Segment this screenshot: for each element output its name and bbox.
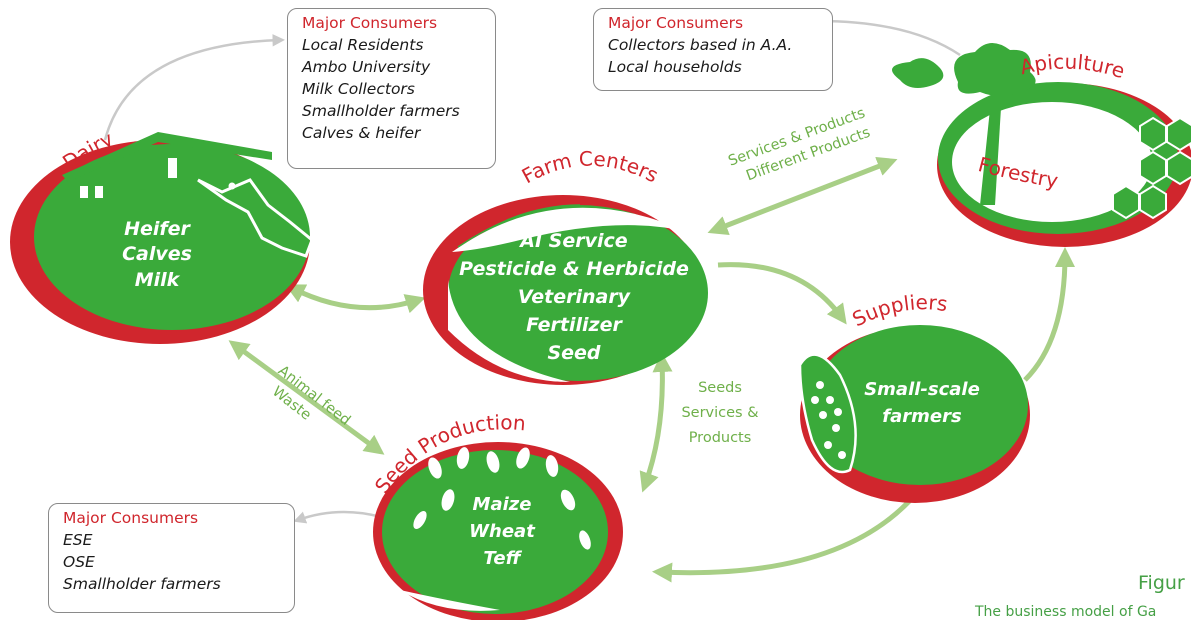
dairy-item-calves: Calves [122,243,192,265]
suppliers-title: Suppliers [848,290,949,331]
consumer-item: Local households [608,58,742,76]
consumer-item: OSE [63,553,95,571]
flow-label-products: Products [689,430,752,446]
farm-centers-node: Farm Centers AI Service Pesticide & Herb… [423,147,708,385]
apiculture-consumers-heading: Major Consumers [608,14,744,32]
consumer-item: Calves & heifer [302,124,421,142]
suppliers-item-small-scale: Small-scale [864,379,980,400]
figure-caption: The business model of Ga [975,604,1157,620]
flow-label-services: Services & [681,405,758,421]
farm-item-fertilizer: Fertilizer [526,314,623,336]
seed-consumers-heading: Major Consumers [63,509,199,527]
seed-item-wheat: Wheat [469,521,536,542]
honeycomb-icon [1112,116,1191,220]
dairy-item-heifer: Heifer [124,218,191,240]
dairy-consumers-heading: Major Consumers [302,14,438,32]
seed-production-node: Seed Production Maize Wheat Teff [370,410,623,620]
consumer-item: ESE [63,531,93,549]
farm-item-ai-service: AI Service [518,230,627,252]
farm-item-veterinary: Veterinary [518,286,632,308]
apiculture-node: Apiculture Forestry [892,42,1191,247]
corn-icon [798,353,857,474]
consumer-item: Smallholder farmers [302,102,460,120]
figure-label: Figur [1138,572,1185,594]
farm-item-pesticide: Pesticide & Herbicide [459,258,689,280]
consumer-item: Milk Collectors [302,80,415,98]
cow-icon [197,178,314,258]
apiculture-consumers-box: Major Consumers Collectors based in A.A.… [593,8,833,91]
suppliers-item-farmers: farmers [882,406,962,427]
seed-consumers-box: Major Consumers ESE OSE Smallholder farm… [48,503,295,613]
seed-item-teff: Teff [483,548,522,569]
consumer-item: Smallholder farmers [63,575,221,593]
suppliers-node: Suppliers Small-scale farmers [798,290,1030,503]
flow-arrows [228,157,1075,583]
consumer-item: Collectors based in A.A. [608,36,793,54]
tree-icon [892,42,1036,205]
consumer-item: Local Residents [302,36,424,54]
barn-icon [62,132,272,198]
dairy-consumers-box: Major Consumers Local Residents Ambo Uni… [287,8,496,169]
seed-item-maize: Maize [473,494,532,515]
consumer-item: Ambo University [302,58,431,76]
dairy-item-milk: Milk [135,269,181,291]
seeds-icon [413,447,591,550]
flow-label-seeds: Seeds [698,380,742,396]
dairy-node: Dairy Heifer Calves Milk [10,127,314,344]
farm-centers-title: Farm Centers [518,147,662,189]
farm-item-seed: Seed [547,342,600,364]
